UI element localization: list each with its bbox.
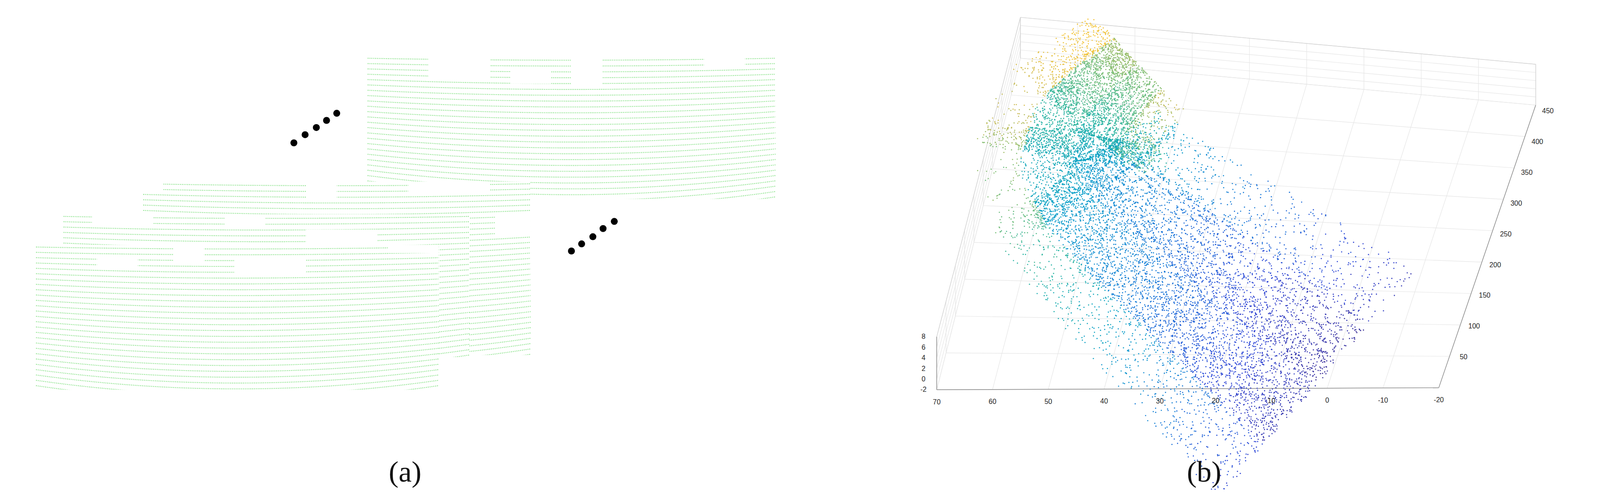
figure-stage: (a)(b)86420-2706050403020100-10-20501001… (0, 0, 1600, 502)
